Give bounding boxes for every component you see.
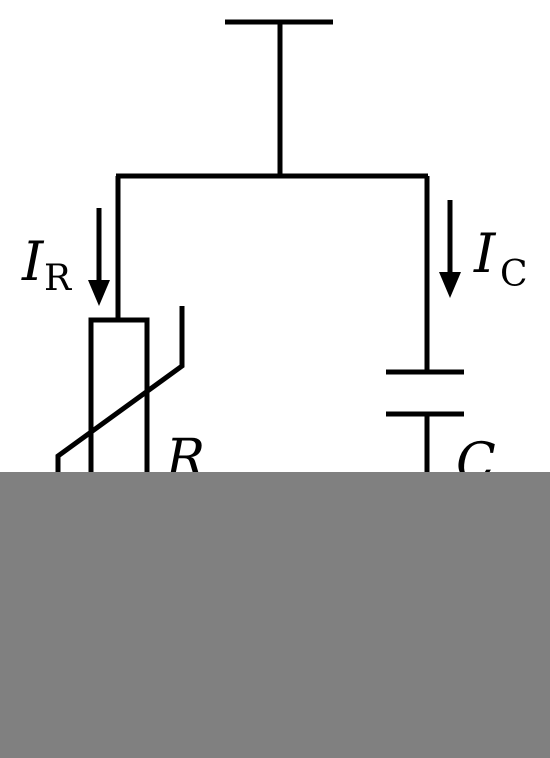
current-r-label: I: [21, 230, 45, 293]
current-r-arrow-head: [88, 280, 110, 306]
resistor-nonlinear-mark: [55, 306, 185, 500]
occluding-gray-panel: [0, 472, 550, 758]
current-r-subscript: R: [44, 258, 72, 299]
current-c-arrow-head: [439, 272, 461, 298]
current-c-label: I: [473, 222, 497, 285]
current-c-subscript: C: [500, 254, 528, 295]
